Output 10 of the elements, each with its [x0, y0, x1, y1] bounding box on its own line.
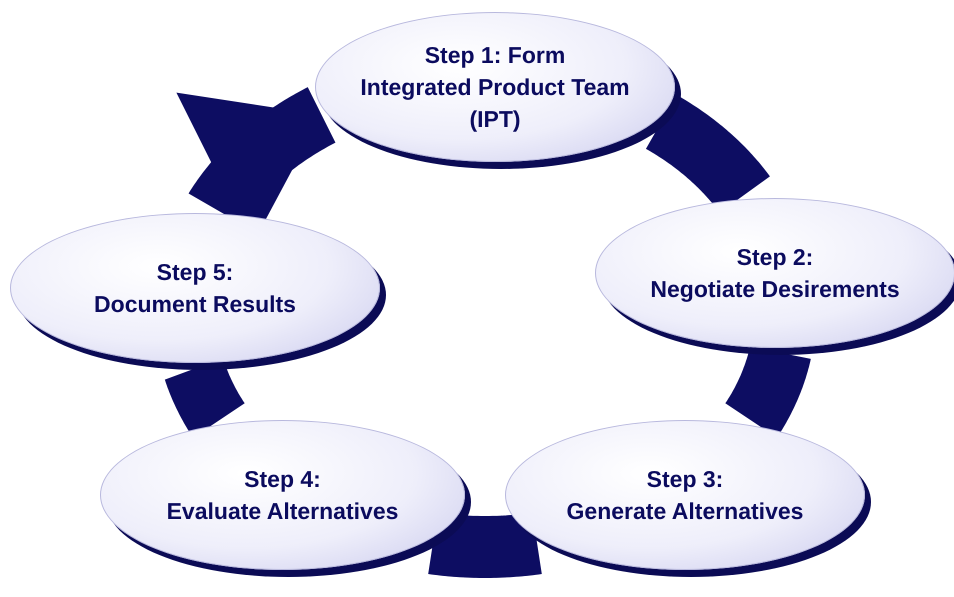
- step-label: Step 1: Form: [424, 41, 566, 70]
- step-label: Document Results: [94, 290, 296, 319]
- step-label: Negotiate Desirements: [650, 275, 900, 304]
- step-label: Evaluate Alternatives: [166, 497, 398, 526]
- step-label: Step 3:: [646, 465, 724, 494]
- step-label: Integrated Product Team (IPT): [359, 73, 631, 134]
- step-label: Step 4:: [244, 465, 321, 494]
- step-label: Step 5:: [156, 258, 234, 287]
- step-label: Generate Alternatives: [566, 497, 804, 526]
- step-label: Step 2:: [736, 243, 814, 272]
